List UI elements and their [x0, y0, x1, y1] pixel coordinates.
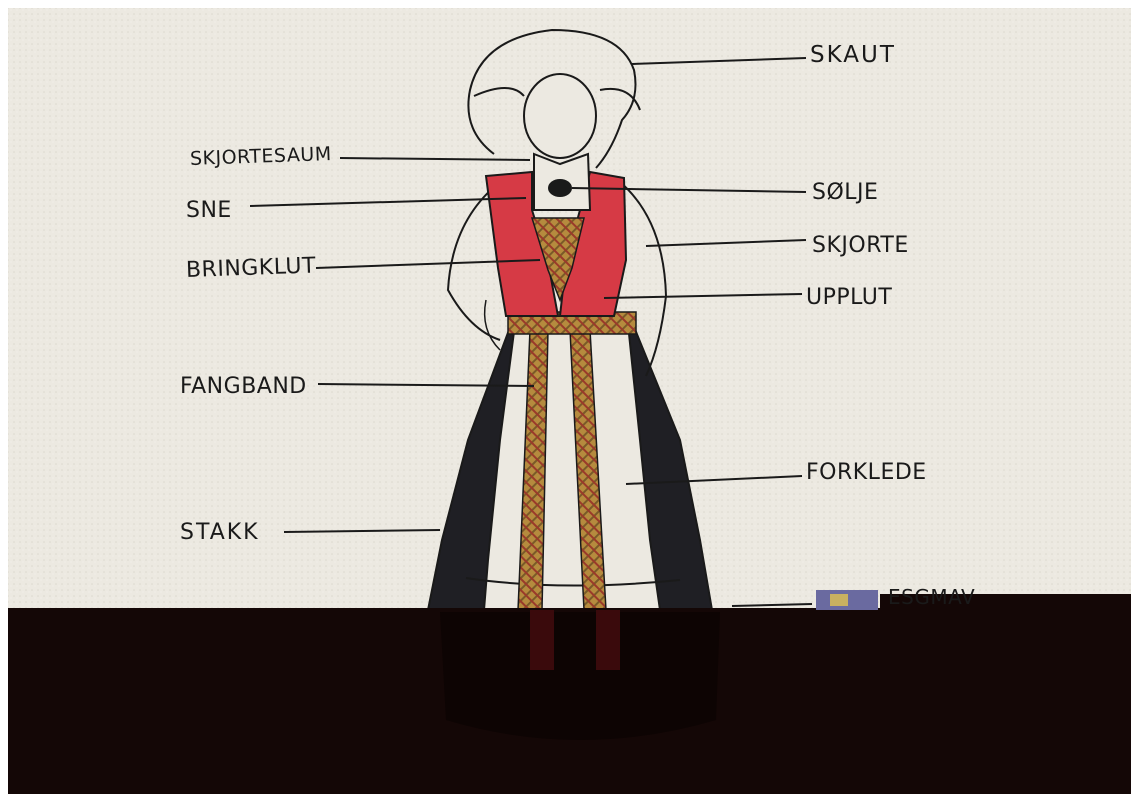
label-upplut: UPPLUT	[806, 285, 892, 310]
solje-brooch	[548, 179, 572, 197]
faded-skirt-hem	[440, 612, 720, 740]
glitch-patch-2	[830, 594, 848, 606]
costume-illustration	[8, 8, 1131, 794]
face	[524, 74, 596, 158]
label-stakk: STAKK	[180, 520, 260, 545]
label-bringklut: BRINGKLUT	[186, 253, 317, 283]
label-solje: SØLJE	[812, 180, 878, 205]
faded-band-left	[530, 610, 554, 670]
label-sne: SNE	[186, 198, 232, 223]
faded-band-right	[596, 610, 620, 670]
label-skjorte: SKJORTE	[812, 233, 909, 258]
label-fangband: FANGBAND	[180, 374, 307, 399]
label-bottom-fragment: ESGMAV	[888, 585, 975, 609]
label-skaut: SKAUT	[810, 42, 896, 68]
label-forklede: FORKLEDE	[806, 460, 927, 485]
